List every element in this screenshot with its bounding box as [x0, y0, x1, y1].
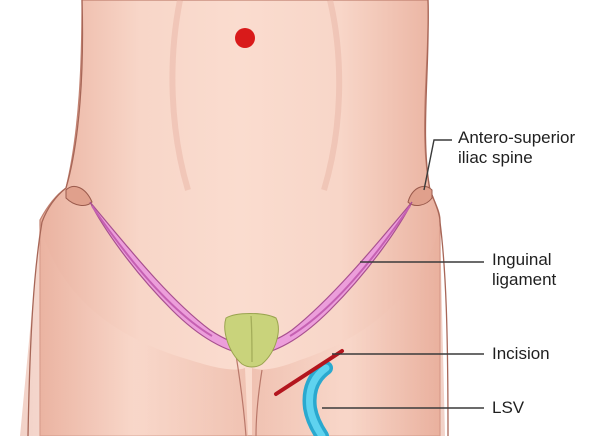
asis-label-line2: iliac spine	[458, 148, 575, 168]
inguinal-ligament-label: Inguinal ligament	[492, 250, 556, 290]
asis-label: Antero-superior iliac spine	[458, 128, 575, 168]
inguinal-label-line1: Inguinal	[492, 250, 556, 270]
umbilicus-marker	[235, 28, 255, 48]
lsv-label-text: LSV	[492, 398, 524, 418]
incision-label: Incision	[492, 344, 550, 364]
asis-label-line1: Antero-superior	[458, 128, 575, 148]
inguinal-label-line2: ligament	[492, 270, 556, 290]
lsv-label: LSV	[492, 398, 524, 418]
incision-label-text: Incision	[492, 344, 550, 364]
